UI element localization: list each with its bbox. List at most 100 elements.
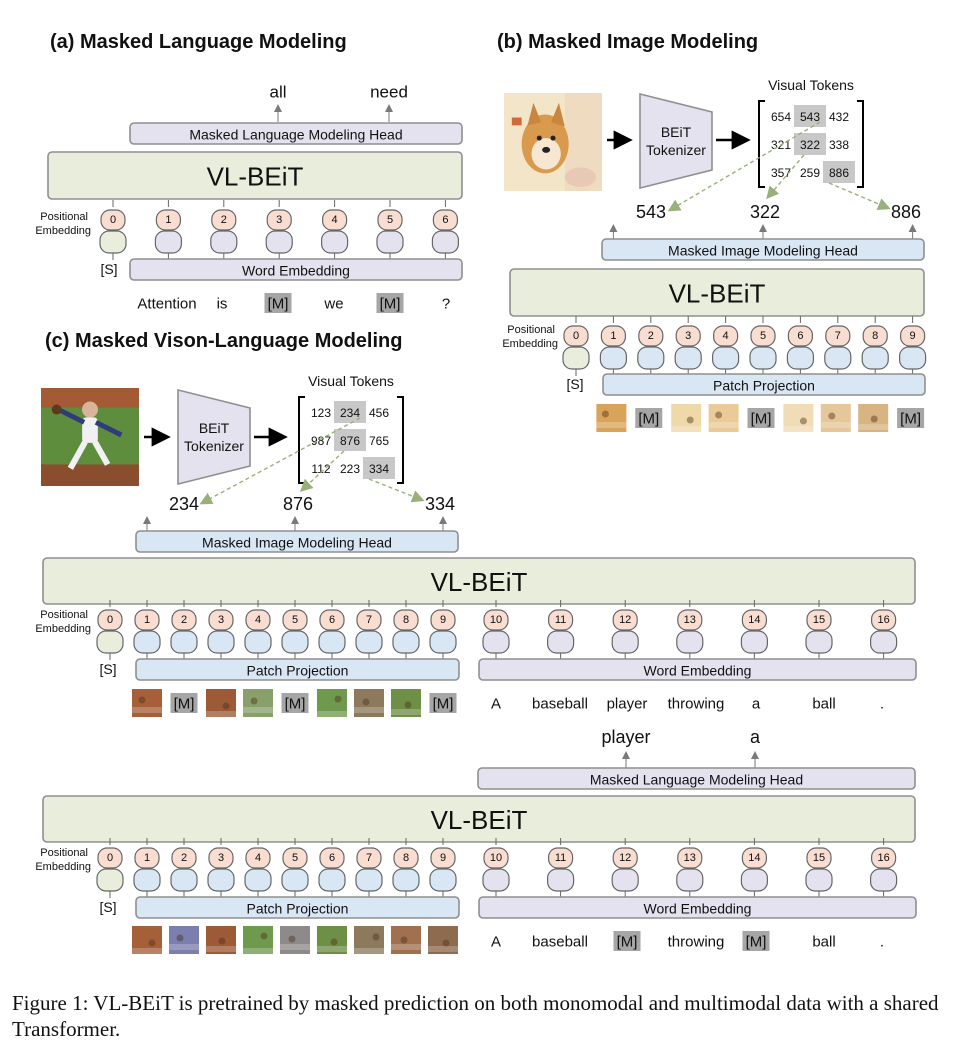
panel-c-input-image-player-body (82, 417, 98, 443)
panel-c-embed-capsule-14 (740, 630, 769, 654)
panel-d-pos-14: 14 (740, 838, 769, 898)
panel-d-pos-7: 7 (355, 838, 383, 898)
panel-c-pos-0: 0 (96, 600, 124, 660)
panel-b-pos-circle-2 (638, 325, 664, 347)
panel-d-pos-circle-14 (741, 847, 768, 869)
panel-b-patch-2-spot (686, 416, 694, 424)
panel-d-patch-projection-frame (135, 896, 460, 919)
panel-a-transformer-label: VL-BEiT (207, 162, 304, 192)
panel-d-pos-5: 5 (281, 838, 309, 898)
panel-c-input-image-dirt-top (41, 388, 139, 408)
panel-c-dashed-arrow-2 (368, 478, 425, 503)
panel-d-pos-index-10: 10 (490, 852, 502, 864)
panel-b-pos-index-9: 9 (910, 330, 916, 342)
panel-d-pos-index-7: 7 (366, 852, 372, 864)
panel-d-patch-8-shade (428, 946, 458, 952)
panel-d-word-embedding-label: Word Embedding (644, 901, 752, 917)
panel-d-word-3: throwing (668, 934, 725, 951)
panel-c-pos-index-9: 9 (440, 614, 446, 626)
panel-c-patch-1: [M] (170, 693, 198, 713)
panel-d-patch-6-spot (372, 933, 380, 941)
panel-d-embed-capsule-0 (96, 868, 124, 892)
panel-b-embed-capsule-7 (824, 346, 852, 370)
panel-c-pos-circle-15 (806, 609, 832, 631)
panel-d-pos-index-15: 15 (813, 852, 825, 864)
panel-c-mim-head: Masked Image Modeling Head (135, 530, 459, 553)
panel-c-embed-capsule-9 (429, 630, 457, 654)
panel-b-dashed-arrow-2 (828, 182, 891, 210)
panel-b-embed-capsule-2 (637, 346, 665, 370)
panel-a-pos-index-4: 4 (332, 214, 338, 226)
panel-d-patch-0-bg (132, 926, 162, 954)
panel-d-patch-8-bg (428, 926, 458, 954)
panel-c-pos-13: 13 (676, 600, 704, 660)
panel-d-word-2-text: [M] (617, 934, 638, 951)
panel-b-title: (b) Masked Image Modeling (497, 31, 758, 53)
panel-b-transformer-label: VL-BEiT (669, 279, 766, 309)
panel-d-patch-0 (132, 926, 162, 954)
panel-b-pos-index-1: 1 (610, 330, 616, 342)
panel-c-input-image-glove (51, 404, 62, 415)
panel-c-word-1: baseball (532, 696, 588, 713)
panel-d-transformer-frame (42, 795, 916, 843)
panel-c-transformer-label: VL-BEiT (431, 567, 528, 597)
panel-a-pos-circle-3 (266, 209, 292, 231)
panel-d-pos-3: 3 (207, 838, 235, 898)
panel-b-embed-capsule-5 (749, 346, 777, 370)
panel-d-word-5: ball (812, 934, 835, 951)
panel-b-pos-index-2: 2 (648, 330, 654, 342)
panel-a-word-embedding: Word Embedding (129, 258, 463, 281)
panel-a-token-4-text: [M] (380, 296, 401, 313)
panel-d-patch-3-spot (260, 932, 268, 940)
panel-b-patch-projection-label: Patch Projection (713, 378, 815, 394)
panel-d-patch-5 (317, 926, 347, 954)
panel-b-input-image (504, 93, 602, 191)
panel-a-token-4-bg (376, 293, 404, 313)
panel-d-pos-index-1: 1 (144, 852, 150, 864)
panel-c-patch-8-text: [M] (433, 696, 454, 713)
panel-b-patch-2-bg (671, 404, 702, 432)
panel-d-pos-9: 9 (429, 838, 457, 898)
panel-d-pos-6: 6 (318, 838, 346, 898)
panel-a-pos-circle-4 (322, 209, 348, 231)
panel-a-embed-capsule-5 (376, 230, 404, 254)
panel-d-embed-capsule-9 (429, 868, 457, 892)
panel-d-pos-circle-13 (677, 847, 703, 869)
panel-c-word-2: player (607, 696, 648, 713)
panel-b-embed-capsule-1 (599, 346, 628, 370)
panel-c-patch-8: [M] (429, 693, 457, 713)
panel-c-pos-circle-11 (547, 609, 574, 631)
panel-b-patch-6-bg (820, 404, 851, 432)
panel-c-embed-capsule-16 (869, 630, 898, 654)
panel-b-patch-1-bg (635, 408, 663, 428)
panel-c-pos-index-16: 16 (877, 614, 889, 626)
panel-c-pos-10: 10 (482, 600, 510, 660)
panel-d-mlm-head: Masked Language Modeling Head (477, 767, 916, 790)
panel-b-patch-3-shade (708, 422, 739, 428)
panel-d-word-4-text: [M] (746, 934, 767, 951)
panel-c-patch-4: [M] (281, 693, 309, 713)
panel-c-pos-12: 12 (611, 600, 639, 660)
panel-c-embed-capsule-13 (676, 630, 704, 654)
panel-d-word-embedding: Word Embedding (478, 896, 917, 919)
panel-c-pos-2: 2 (170, 600, 198, 660)
panel-c-patch-7 (391, 689, 421, 717)
panel-c-word-5: ball (812, 696, 835, 713)
panel-a-pos-index-2: 2 (221, 214, 227, 226)
panel-c-embed-capsule-4 (244, 630, 272, 654)
panel-a-pos-index-3: 3 (276, 214, 282, 226)
panel-c-pos-index-1: 1 (144, 614, 150, 626)
panel-c-word-0: A (491, 696, 501, 713)
panel-a-word-embedding-label: Word Embedding (242, 263, 350, 279)
panel-c-patch-projection-label: Patch Projection (247, 663, 349, 679)
panel-d-patch-7 (391, 926, 421, 954)
panel-d-embed-capsule-5 (281, 868, 309, 892)
panel-d-pos-circle-5 (282, 847, 308, 869)
panel-d-patch-5-shade (317, 946, 347, 952)
panel-c-dashed-arrow-0 (199, 417, 361, 505)
panel-c-patch-3 (243, 689, 273, 717)
panel-b-pos-circle-5 (750, 325, 776, 347)
panel-c-input-image-player-arm-left (57, 407, 86, 425)
panel-c-output-2: 334 (425, 494, 455, 514)
panel-d-patch-0-spot (148, 939, 156, 947)
